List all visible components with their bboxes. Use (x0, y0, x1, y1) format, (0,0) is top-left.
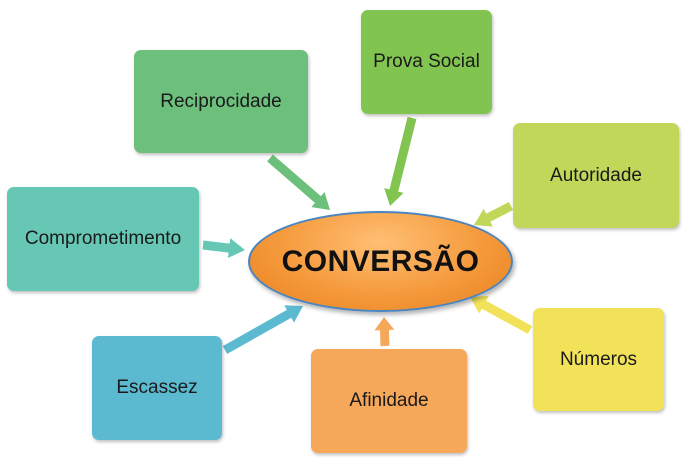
arrow-prova-social (384, 116, 417, 206)
node-afinidade: Afinidade (311, 349, 467, 453)
node-label: Escassez (116, 377, 198, 398)
arrow-reciprocidade (267, 154, 330, 210)
node-escassez: Escassez (92, 336, 222, 440)
arrow-numeros (470, 295, 533, 334)
arrow-escassez (222, 305, 303, 354)
node-label: Comprometimento (24, 228, 182, 249)
node-numeros: Números (533, 308, 664, 411)
node-label: Prova Social (373, 51, 480, 72)
arrow-autoridade (474, 202, 514, 227)
node-label: Autoridade (550, 164, 642, 186)
node-comprometimento: Comprometimento (7, 187, 199, 291)
arrow-comprometimento (202, 238, 245, 258)
node-autoridade: Autoridade (513, 123, 679, 228)
node-prova-social: Prova Social (361, 10, 492, 114)
arrow-afinidade (374, 317, 395, 347)
node-label: Números (559, 348, 638, 370)
center-node-conversao: CONVERSÃO (248, 211, 513, 312)
center-label: CONVERSÃO (281, 244, 480, 278)
node-label: Reciprocidade (160, 90, 282, 112)
node-reciprocidade: Reciprocidade (134, 50, 308, 153)
node-label: Afinidade (349, 390, 429, 411)
